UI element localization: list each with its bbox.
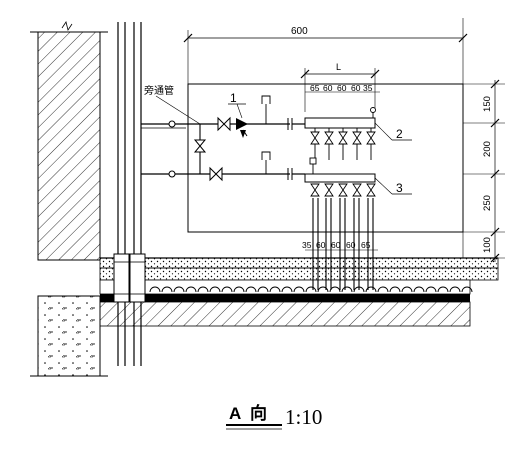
- dim-manifold-length: L: [300, 62, 380, 112]
- dim-overall-width: 600: [183, 18, 468, 258]
- coil-arc: [221, 286, 233, 293]
- coil-arc: [293, 286, 305, 293]
- bypass-pipe: 旁通管: [144, 84, 207, 174]
- pipe-elbow-icon: [168, 170, 176, 178]
- thermometer-icon: [261, 151, 271, 174]
- filter-icon: [236, 118, 248, 130]
- riser-pipes: [113, 22, 146, 366]
- view-scale: 1:10: [285, 405, 322, 429]
- coil-arc: [329, 286, 341, 293]
- lower-dim-2: 60: [316, 240, 326, 250]
- coil-arc: [365, 286, 377, 293]
- branch-valve-icon: [310, 183, 320, 197]
- coil-arc: [317, 286, 329, 293]
- coil-arc: [245, 286, 257, 293]
- upper-dim-4: 60: [351, 83, 361, 93]
- view-title: A 向 1:10: [226, 403, 322, 430]
- lower-dim-3: 60: [331, 240, 341, 250]
- coil-arc: [341, 286, 353, 293]
- branch-valve-icon: [366, 183, 376, 197]
- branch-valve-icon: [338, 183, 348, 197]
- upper-spacing-dims: 65 60 60 60 35: [310, 83, 373, 93]
- coil-arc: [389, 286, 401, 293]
- coil-arc: [401, 286, 413, 293]
- coil-arc: [173, 286, 185, 293]
- bypass-label: 旁通管: [144, 84, 174, 97]
- upper-dim-2: 60: [323, 83, 333, 93]
- callout-3: 3: [374, 177, 412, 195]
- upper-dim-1: 65: [310, 83, 320, 93]
- wall: [30, 21, 108, 261]
- dim-vertical: 150 200 250 100: [463, 79, 505, 263]
- supply-line: [141, 95, 305, 138]
- vdim-150: 150: [482, 96, 493, 112]
- callout-2-label: 2: [396, 127, 403, 141]
- coil-arc: [377, 286, 389, 293]
- coil-arc: [197, 286, 209, 293]
- lower-dim-4: 60: [346, 240, 356, 250]
- pipe-elbow-icon: [168, 120, 176, 128]
- coil-arc: [269, 286, 281, 293]
- coil-arc: [305, 286, 317, 293]
- supply-manifold: [304, 107, 376, 160]
- return-manifold: [304, 157, 376, 197]
- coil-arc: [233, 286, 245, 293]
- view-title-letter: A: [229, 404, 241, 423]
- lower-spacing-dims: 35 60 60 60 65: [302, 240, 378, 251]
- branch-valve-icon: [338, 131, 348, 145]
- coil-arc: [461, 286, 473, 293]
- vdim-100: 100: [482, 237, 493, 253]
- gate-valve-icon: [217, 116, 231, 132]
- lower-dim-1: 35: [302, 240, 312, 250]
- callout-1-label: 1: [230, 91, 237, 105]
- branch-valve-icon: [352, 183, 362, 197]
- coil-arc: [449, 286, 461, 293]
- branch-valve-icon: [324, 183, 334, 197]
- coil-arc: [149, 286, 161, 293]
- bypass-valve-icon: [193, 139, 207, 153]
- floor-slab: [99, 257, 499, 327]
- callout-2: 2: [374, 122, 412, 141]
- break-mark-icon: [61, 21, 73, 31]
- branch-valve-icon: [310, 131, 320, 145]
- upper-dim-3: 60: [337, 83, 347, 93]
- view-title-word: 向: [250, 403, 267, 424]
- foundation-wall: [30, 295, 108, 377]
- coil-arc: [209, 286, 221, 293]
- branch-valve-icon: [366, 131, 376, 145]
- lower-dim-5: 65: [361, 240, 371, 250]
- floor-heating-coils: [149, 286, 473, 293]
- gate-valve-icon: [209, 166, 223, 182]
- coil-arc: [425, 286, 437, 293]
- callout-3-label: 3: [396, 181, 403, 195]
- outlet-pipes: [312, 198, 374, 290]
- vdim-250: 250: [482, 195, 493, 211]
- return-line: [141, 151, 305, 182]
- coil-arc: [185, 286, 197, 293]
- dim-L-label: L: [336, 62, 341, 72]
- coil-arc: [437, 286, 449, 293]
- air-vent-icon: [370, 107, 376, 113]
- air-vent-icon: [309, 157, 317, 165]
- branch-valve-icon: [324, 131, 334, 145]
- coil-arc: [161, 286, 173, 293]
- vdim-200: 200: [482, 141, 493, 157]
- callout-1: 1: [228, 91, 246, 119]
- upper-dim-5: 35: [363, 83, 373, 93]
- coil-arc: [281, 286, 293, 293]
- coil-arc: [257, 286, 269, 293]
- dim-600-label: 600: [291, 26, 308, 37]
- thermometer-icon: [261, 95, 271, 124]
- coil-arc: [413, 286, 425, 293]
- branch-valve-icon: [352, 131, 362, 145]
